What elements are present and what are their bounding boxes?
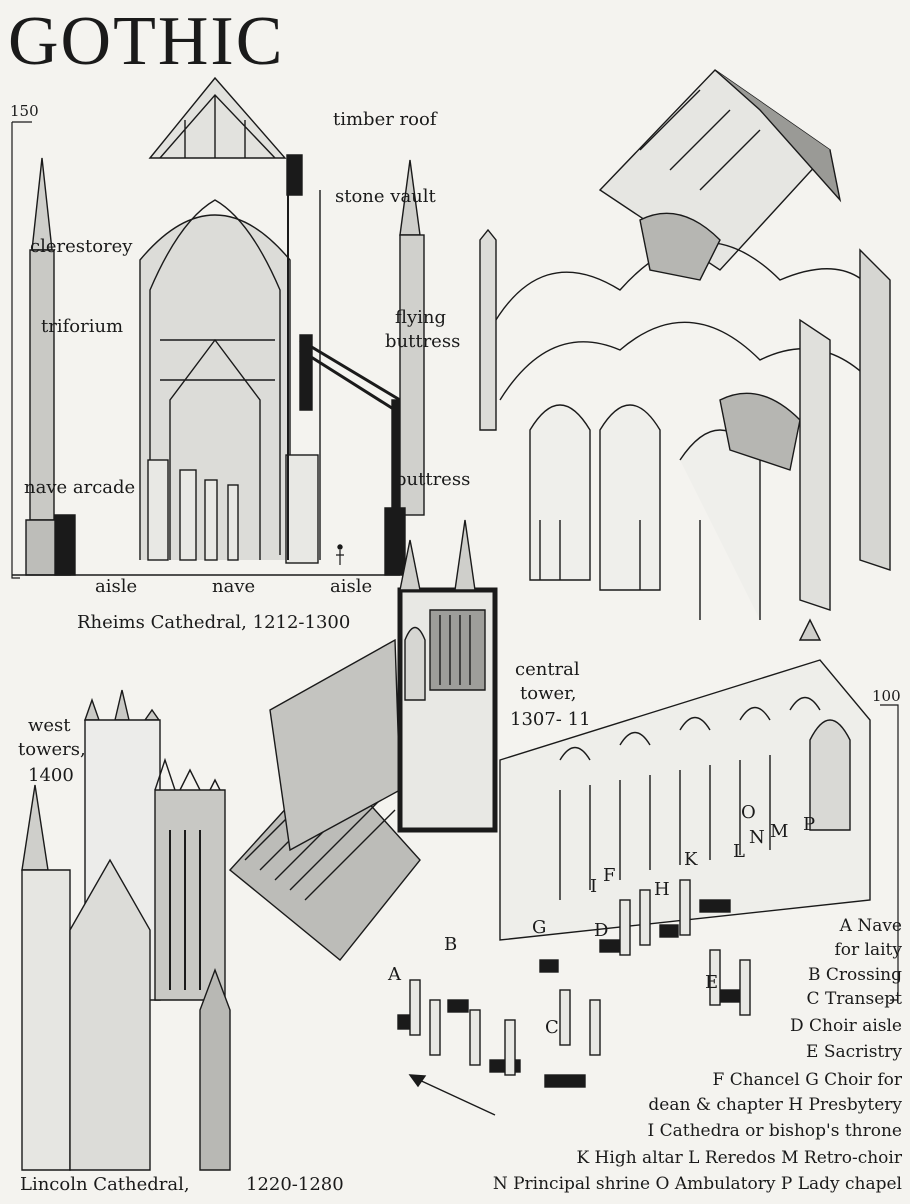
label-central-tower-1: central [515,659,580,680]
plan-letter-g: G [532,917,547,938]
key-f-g: F Chancel G Choir for [712,1070,902,1090]
plan-letter-p: P [803,814,816,835]
label-west-towers-3: 1400 [28,765,74,786]
rheims-caption: Rheims Cathedral, 1212-1300 [77,612,351,633]
lincoln-scale-label: 100 [872,687,901,705]
plan-letter-f: F [603,865,616,886]
rheims-scale-label: 150 [10,102,39,120]
label-aisle-right: aisle [330,576,373,597]
plan-letter-l: L [733,841,745,862]
key-d: D Choir aisle [790,1016,902,1036]
rheims-cross-section [11,76,425,579]
key-a-2: for laity [834,940,902,960]
label-timber-roof: timber roof [333,109,437,130]
label-aisle-left: aisle [95,576,138,597]
label-west-towers-1: west [28,715,71,736]
label-buttress: buttress [395,469,471,490]
label-central-tower-3: 1307- 11 [510,709,591,730]
label-flying-buttress-1: flying [395,307,447,328]
plan-letter-n: N [749,827,765,848]
plan-letter-h: H [654,879,670,900]
label-west-towers-2: towers, [18,739,86,760]
plan-letter-c: C [545,1017,559,1038]
label-nave-arcade: nave arcade [24,477,136,498]
key-i: I Cathedra or bishop's throne [647,1121,902,1141]
label-stone-vault: stone vault [335,186,436,207]
lincoln-cathedral-cutaway [21,519,899,1171]
plan-letter-o: O [741,802,756,823]
plan-letter-e: E [705,972,719,993]
key-n-o-p: N Principal shrine O Ambulatory P Lady c… [492,1174,902,1194]
label-central-tower-2: tower, [520,683,577,704]
vault-isometric-view [479,69,891,620]
plan-letter-m: M [770,821,789,842]
key-k-l-m: K High altar L Reredos M Retro-choir [576,1148,902,1168]
plan-letter-b: B [444,934,458,955]
label-clerestorey: clerestorey [30,236,133,257]
key-e: E Sacristry [806,1042,902,1062]
key-g-h: dean & chapter H Presbytery [648,1095,902,1115]
label-triforium: triforium [41,316,124,337]
key-c: C Transept [806,989,902,1009]
key-a-1: A Nave [839,916,902,936]
plan-letter-i: I [590,876,598,897]
plan-letter-a: A [388,964,401,985]
page-title: GOTHIC [8,3,285,80]
lincoln-dates: 1220-1280 [246,1174,344,1195]
label-flying-buttress-2: buttress [385,331,461,352]
plan-letter-d: D [594,920,609,941]
plan-letter-k: K [684,849,698,870]
label-nave: nave [212,576,256,597]
key-b: B Crossing [808,965,902,985]
lincoln-caption: Lincoln Cathedral, [20,1174,190,1195]
